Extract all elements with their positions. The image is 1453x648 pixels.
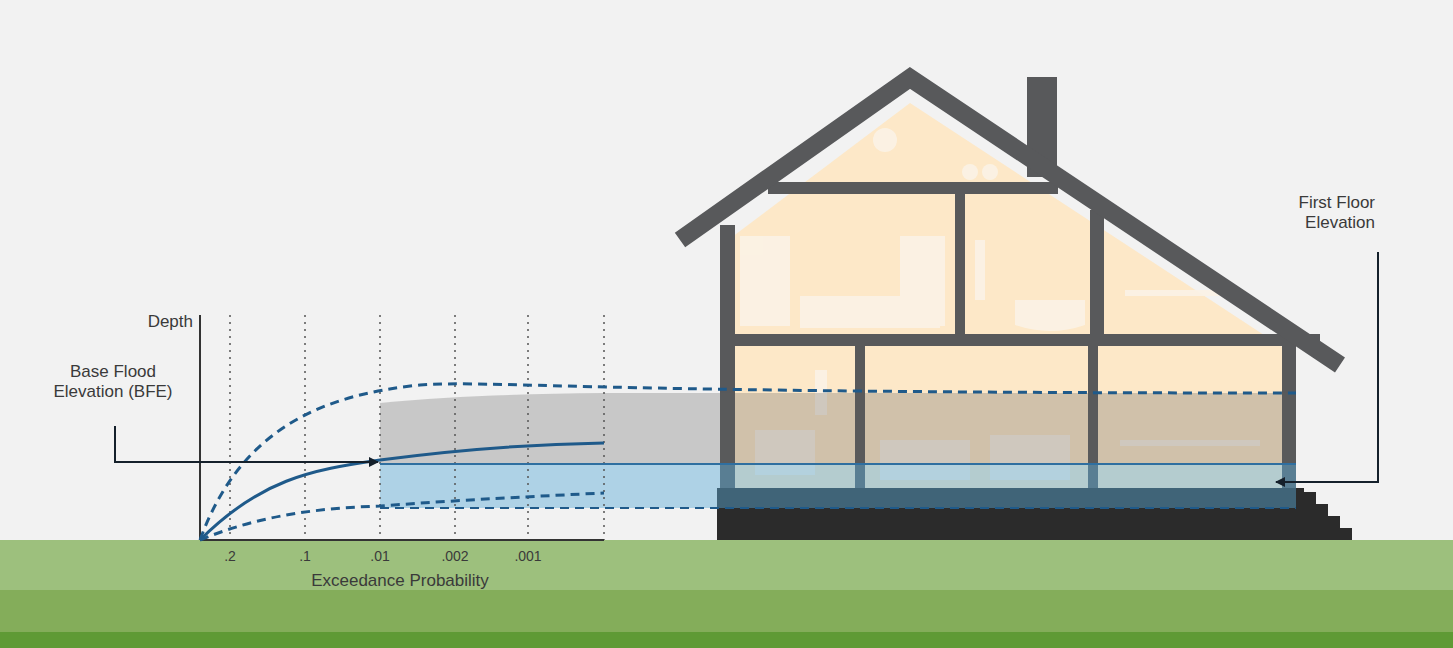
ground-band [0, 632, 1453, 648]
grid-lines [230, 315, 604, 540]
callout-label: Base Flood Elevation (BFE) [53, 362, 173, 402]
roof [680, 78, 1340, 365]
bfe-leader [115, 426, 378, 462]
tick-label: .002 [430, 546, 480, 566]
bfe-band [380, 464, 1296, 508]
tick-label: .001 [503, 546, 553, 566]
tick-label: .1 [285, 546, 325, 566]
bfe-line [380, 463, 1296, 465]
axis-label: Depth [113, 312, 193, 332]
tick-label: .01 [360, 546, 400, 566]
ground-band [0, 590, 1453, 632]
uncertainty-band [380, 393, 1296, 464]
x-axis [200, 539, 604, 541]
y-axis [199, 315, 201, 540]
axis-title: Exceedance Probability [270, 571, 530, 591]
ground-band [0, 540, 1453, 590]
ffe-leader [1276, 252, 1378, 482]
callout-label: First Floor Elevation [1245, 193, 1375, 233]
stairs [1300, 488, 1352, 540]
tick-label: .2 [210, 546, 250, 566]
